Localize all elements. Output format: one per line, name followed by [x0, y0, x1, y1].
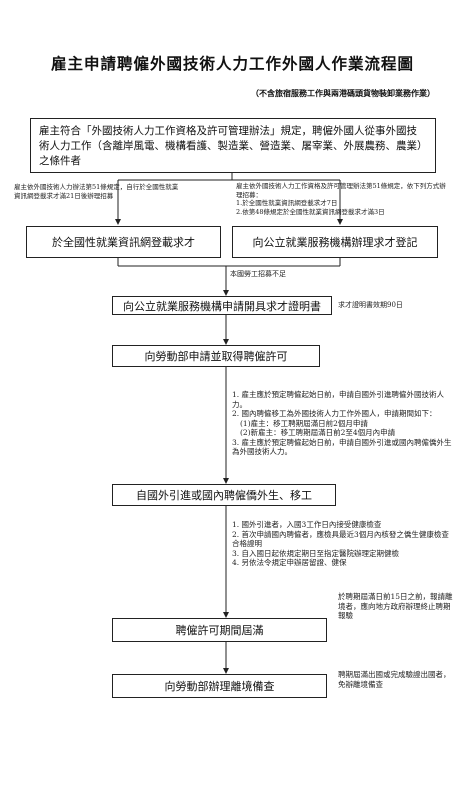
box-apply-certificate: 向公立就業服務機構申請開具求才證明書	[112, 296, 332, 315]
box-eligibility-text: 雇主符合「外國技術人力工作資格及許可管理辦法」規定，聘僱外國人從事外國技術人力工…	[39, 125, 423, 167]
note-hire-item: 1. 國外引進者，入國3工作日內接受健康檢查	[232, 520, 382, 529]
note-right-branch-intro: 雇主依外國技術人力工作資格及許可管理辦法第51條規定，依下列方式辦理招募：	[236, 182, 446, 199]
note-right-branch-item: 2.依第48條規定於全國性就業資訊網登載求才滿3日	[236, 207, 385, 216]
box-leave: 向勞動部辦理離境備查	[112, 674, 327, 698]
box-register-online-text: 於全國性就業資訊網登載求才	[52, 236, 195, 249]
box-expire: 聘僱許可期間屆滿	[112, 618, 327, 642]
note-not-enough: 本國勞工招募不足	[230, 270, 286, 278]
box-hire-text: 自國外引進或國內聘僱僑外生、移工	[136, 489, 312, 502]
note-hire-item: 2. 首次申請國內聘僱者，應檢具最近3個月內核發之僑生健康檢查合格證明	[232, 529, 449, 549]
note-left-branch: 雇主依外國技術人力辦法第51條規定，自行於全國性就業資訊網登載求才滿21日後辦理…	[14, 183, 179, 200]
box-register-online: 於全國性就業資訊網登載求才	[26, 226, 221, 258]
note-permit-items: 1. 雇主應於預定聘僱起始日前，申請自國外引進聘僱外國技術人力。 2. 國內聘僱…	[232, 390, 454, 457]
box-register-office: 向公立就業服務機構辦理求才登記	[232, 226, 438, 258]
note-certificate-validity: 求才證明書效期90日	[338, 301, 403, 309]
box-hire: 自國外引進或國內聘僱僑外生、移工	[112, 484, 336, 506]
box-expire-text: 聘僱許可期間屆滿	[175, 624, 264, 637]
note-hire-item: 4. 另依法令規定申辦居留證、健保	[232, 558, 347, 567]
note-expire: 於聘期屆滿日前15日之前，報請離境者，應向地方政府辦理終止聘期報驗	[338, 592, 453, 620]
note-right-branch: 雇主依外國技術人力工作資格及許可管理辦法第51條規定，依下列方式辦理招募： 1.…	[236, 182, 446, 216]
note-leave: 聘期屆滿出國或完成驗證出國者，免辦離境備查	[338, 670, 451, 689]
box-apply-permit-text: 向勞動部申請並取得聘僱許可	[144, 350, 288, 363]
note-permit-item: (1)雇主：移工聘期屆滿日前2個月申請	[240, 418, 368, 428]
note-hire-items: 1. 國外引進者，入國3工作日內接受健康檢查 2. 首次申請國內聘僱者，應檢具最…	[232, 520, 454, 568]
box-apply-permit: 向勞動部申請並取得聘僱許可	[112, 345, 320, 367]
box-apply-certificate-text: 向公立就業服務機構申請開具求才證明書	[123, 299, 321, 313]
page-title: 雇主申請聘僱外國技術人力工作外國人作業流程圖	[50, 54, 414, 73]
note-hire-item: 3. 自入國日起依規定期日至指定醫院辦理定期健檢	[232, 548, 400, 558]
box-leave-text: 向勞動部辦理離境備查	[164, 680, 275, 693]
note-permit-item: 2. 國內聘僱移工為外國技術人力工作外國人，申請期間如下：	[232, 409, 437, 418]
note-permit-item: 1. 雇主應於預定聘僱起始日前，申請自國外引進聘僱外國技術人力。	[232, 390, 445, 409]
note-right-branch-item: 1.於全國性就業資訊網登載求才7日	[236, 199, 338, 207]
note-permit-item: (2)新雇主：移工聘期屆滿日前2至4個月內申請	[240, 428, 396, 437]
page-subtitle: （不含旅宿服務工作與兩港碼頭貨物裝卸業務作業）	[251, 88, 435, 98]
box-register-office-text: 向公立就業服務機構辦理求才登記	[252, 236, 418, 249]
box-eligibility: 雇主符合「外國技術人力工作資格及許可管理辦法」規定，聘僱外國人從事外國技術人力工…	[30, 118, 436, 173]
note-permit-item: 3. 雇主應於預定聘僱起始日前，申請自國外引進或國內聘僱僑外生為外國技術人力。	[232, 437, 452, 457]
